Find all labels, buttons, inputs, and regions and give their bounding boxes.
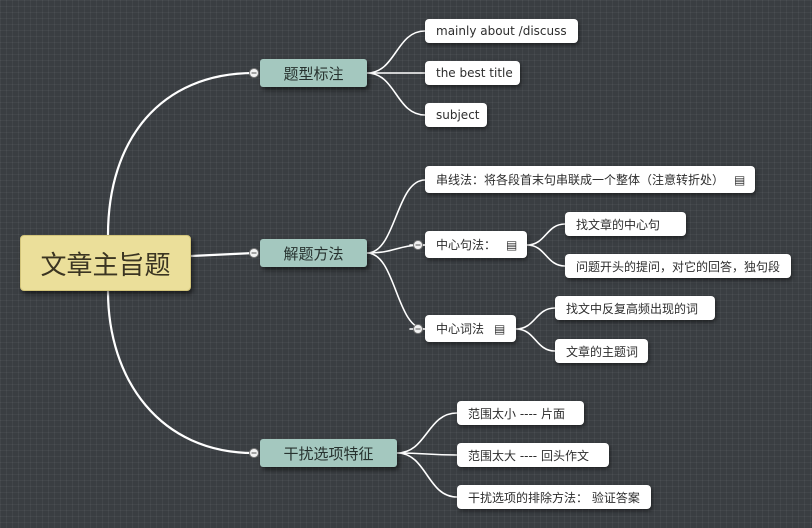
connector-distractor-features-2 bbox=[396, 452, 458, 498]
subtopic-central-sentence[interactable]: 中心句法： ▤ bbox=[425, 231, 527, 258]
subtopic-central-word[interactable]: 中心词法 ▤ bbox=[425, 315, 516, 342]
note-icon[interactable]: ▤ bbox=[734, 172, 746, 187]
connector-root-to-question-type bbox=[106, 71, 256, 237]
subtopic-label: 找文章的中心句 bbox=[576, 217, 661, 232]
subtopic-label: 范围太小 ---- 片面 bbox=[468, 406, 565, 421]
main-topic-label: 干扰选项特征 bbox=[283, 444, 374, 463]
connector-solving-method-0 bbox=[366, 179, 426, 254]
subtopic-scope-too-small[interactable]: 范围太小 ---- 片面 bbox=[457, 401, 584, 425]
subtopic-label: 中心句法： bbox=[436, 238, 497, 252]
subtopic-label: subject bbox=[436, 108, 480, 122]
subtopic-label: 文章的主题词 bbox=[566, 344, 639, 359]
connector-question-type-2 bbox=[366, 72, 426, 116]
subtopic-best-title[interactable]: the best title bbox=[425, 61, 520, 85]
connector-question-type-0 bbox=[366, 30, 426, 74]
main-topic-question-type[interactable]: 题型标注 bbox=[260, 59, 367, 87]
subtopic-scope-too-large[interactable]: 范围太大 ---- 回头作文 bbox=[457, 443, 609, 467]
subtopic-label: 问题开头的提问，对它的回答，独句段 bbox=[576, 259, 781, 274]
subtopic-question-answer-paragraph[interactable]: 问题开头的提问，对它的回答，独句段 bbox=[565, 254, 791, 278]
subtopic-theme-word[interactable]: 文章的主题词 bbox=[555, 339, 648, 363]
subtopic-label: 干扰选项的排除方法： 验证答案 bbox=[468, 490, 640, 505]
connector-root-to-solving-method bbox=[189, 251, 256, 258]
root-topic-label: 文章主旨题 bbox=[40, 250, 171, 281]
subtopic-label: 中心词法 bbox=[436, 322, 485, 336]
note-icon[interactable]: ▤ bbox=[506, 237, 518, 252]
main-topic-label: 解题方法 bbox=[283, 244, 344, 263]
subtopic-mainly-about[interactable]: mainly about /discuss bbox=[425, 19, 578, 43]
subtopic-label: mainly about /discuss bbox=[436, 24, 567, 38]
subtopic-thread-method[interactable]: 串线法：将各段首末句串联成一个整体（注意转折处） ▤ bbox=[425, 166, 755, 193]
root-topic[interactable]: 文章主旨题 bbox=[20, 235, 191, 291]
connector-root-to-distractor-features bbox=[106, 289, 256, 455]
subtopic-label: 串线法：将各段首末句串联成一个整体（注意转折处） bbox=[436, 173, 725, 187]
connector-central-sentence-1 bbox=[526, 244, 566, 267]
main-topic-label: 题型标注 bbox=[283, 64, 344, 83]
connector-solving-method-2 bbox=[366, 252, 426, 330]
note-icon[interactable]: ▤ bbox=[494, 321, 506, 336]
subtopic-frequent-words[interactable]: 找文中反复高频出现的词 bbox=[555, 296, 715, 320]
connector-distractor-features-0 bbox=[396, 412, 458, 454]
subtopic-find-central-sentence[interactable]: 找文章的中心句 bbox=[565, 212, 686, 236]
connector-central-word-0 bbox=[515, 307, 556, 330]
connector-central-word-1 bbox=[515, 328, 556, 352]
subtopic-label: 找文中反复高频出现的词 bbox=[566, 301, 699, 316]
subtopic-label: the best title bbox=[436, 66, 513, 80]
main-topic-distractor-features[interactable]: 干扰选项特征 bbox=[260, 439, 397, 467]
subtopic-subject[interactable]: subject bbox=[425, 103, 487, 127]
main-topic-solving-method[interactable]: 解题方法 bbox=[260, 239, 367, 267]
subtopic-label: 范围太大 ---- 回头作文 bbox=[468, 448, 589, 463]
connector-central-sentence-0 bbox=[526, 223, 566, 246]
subtopic-elimination-method[interactable]: 干扰选项的排除方法： 验证答案 bbox=[457, 485, 651, 509]
